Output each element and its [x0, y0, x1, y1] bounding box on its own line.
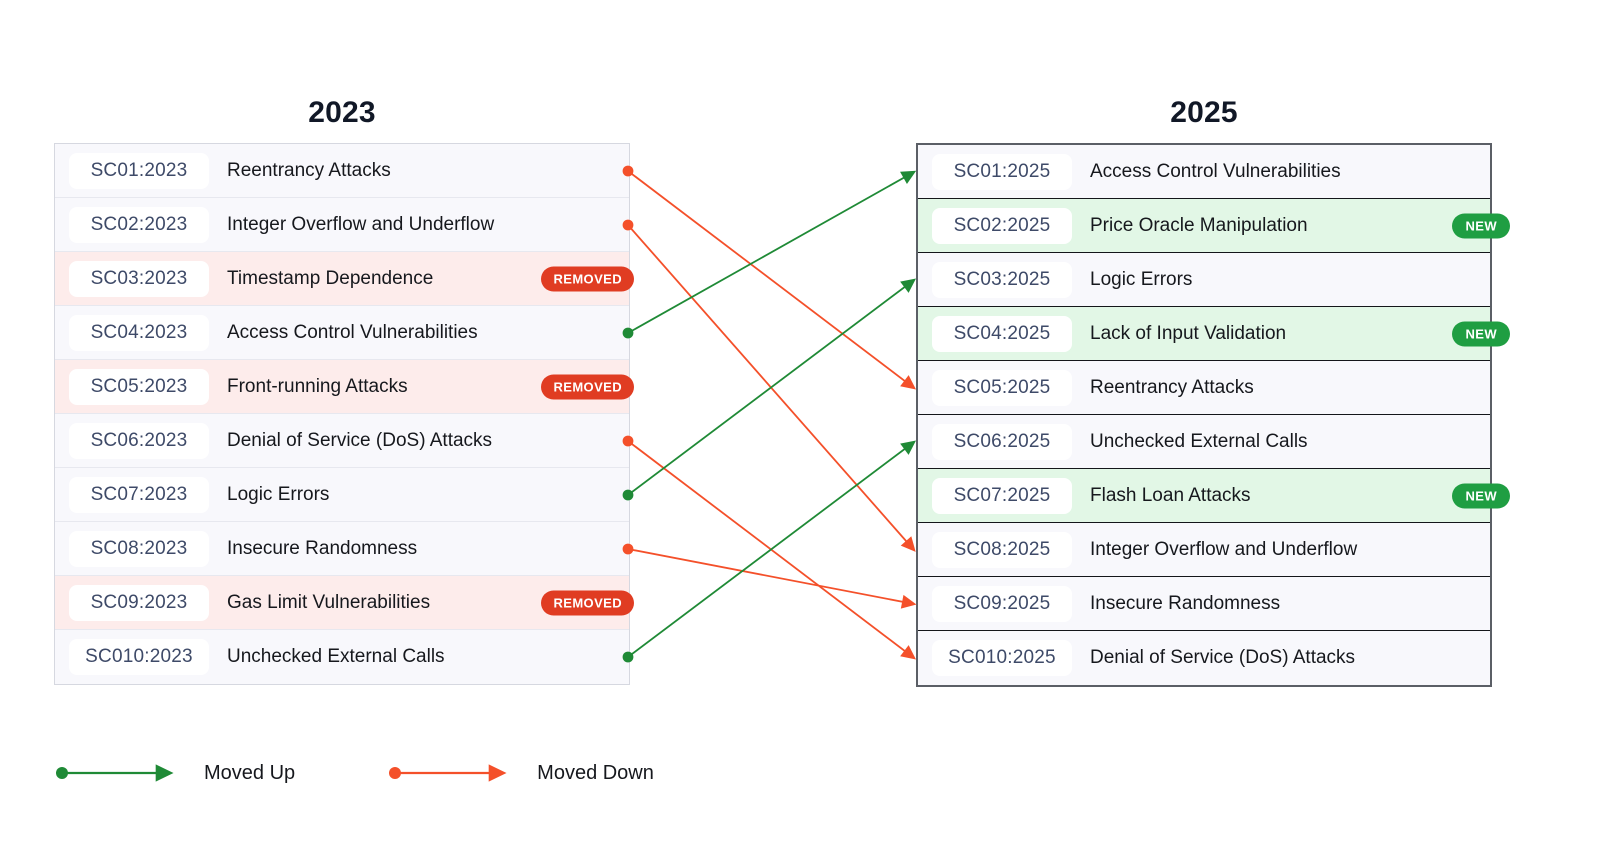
row-name: Unchecked External Calls: [227, 646, 445, 667]
row-id-chip: SC06:2023: [69, 422, 209, 459]
status-badge-removed: REMOVED: [541, 590, 634, 615]
table-row[interactable]: SC03:2025 Logic Errors: [918, 253, 1490, 307]
row-id-chip: SC08:2025: [932, 531, 1072, 568]
row-id-chip: SC09:2025: [932, 585, 1072, 622]
row-id-chip: SC08:2023: [69, 530, 209, 567]
row-id-chip: SC03:2023: [69, 260, 209, 297]
legend-item-moved-up: Moved Up: [54, 762, 295, 785]
table-row[interactable]: SC07:2025 Flash Loan Attacks NEW: [918, 469, 1510, 523]
connector-line: [627, 278, 917, 496]
table-row[interactable]: SC08:2025 Integer Overflow and Underflow: [918, 523, 1490, 577]
table-row[interactable]: SC02:2025 Price Oracle Manipulation NEW: [918, 199, 1510, 253]
table-row[interactable]: SC05:2025 Reentrancy Attacks: [918, 361, 1490, 415]
row-id-chip: SC010:2025: [932, 640, 1072, 676]
connector-line: [627, 170, 917, 334]
row-id-chip: SC05:2025: [932, 369, 1072, 406]
row-id-chip: SC04:2023: [69, 314, 209, 351]
row-name: Reentrancy Attacks: [227, 159, 391, 181]
moved-up-arrow-icon: [56, 764, 174, 782]
row-name: Denial of Service (DoS) Attacks: [1090, 647, 1356, 668]
table-row[interactable]: SC03:2023 Timestamp Dependence REMOVED: [55, 252, 634, 306]
connector-line: [627, 440, 917, 660]
connector-line: [627, 548, 917, 609]
row-id-chip: SC02:2023: [69, 206, 209, 243]
row-name: Flash Loan Attacks: [1090, 484, 1251, 506]
row-name: Lack of Input Validation: [1090, 322, 1287, 344]
row-name: Gas Limit Vulnerabilities: [227, 591, 431, 613]
row-id-chip: SC02:2025: [932, 207, 1072, 244]
row-name: Front-running Attacks: [227, 375, 408, 397]
row-name: Denial of Service (DoS) Attacks: [227, 429, 493, 451]
table-row[interactable]: SC04:2023 Access Control Vulnerabilities: [55, 306, 629, 360]
row-name: Reentrancy Attacks: [1090, 376, 1254, 398]
legend-item-moved-down: Moved Down: [387, 762, 654, 785]
row-id-chip: SC010:2023: [69, 639, 209, 675]
legend-label-moved-down: Moved Down: [537, 761, 654, 784]
table-row[interactable]: SC01:2025 Access Control Vulnerabilities: [918, 145, 1490, 199]
row-id-chip: SC04:2025: [932, 315, 1072, 352]
row-name: Integer Overflow and Underflow: [1090, 538, 1358, 560]
table-row[interactable]: SC05:2023 Front-running Attacks REMOVED: [55, 360, 634, 414]
connector-line: [627, 440, 917, 658]
table-row[interactable]: SC06:2023 Denial of Service (DoS) Attacks: [55, 414, 629, 468]
row-name: Access Control Vulnerabilities: [227, 321, 478, 343]
row-name: Insecure Randomness: [227, 537, 418, 559]
row-name: Price Oracle Manipulation: [1090, 214, 1308, 236]
legend-label-moved-up: Moved Up: [204, 761, 296, 784]
row-id-chip: SC09:2023: [69, 584, 209, 621]
row-id-chip: SC05:2023: [69, 368, 209, 405]
status-badge-new: NEW: [1452, 321, 1510, 346]
table-row[interactable]: SC09:2025 Insecure Randomness: [918, 577, 1490, 631]
status-badge-removed: REMOVED: [541, 266, 634, 291]
row-id-chip: SC01:2025: [932, 153, 1072, 190]
legend: Moved Up Moved Down: [54, 752, 746, 794]
connector-line: [627, 224, 916, 552]
column-title-2023: 2023: [308, 96, 376, 129]
row-name: Integer Overflow and Underflow: [227, 213, 495, 235]
status-badge-new: NEW: [1452, 483, 1510, 508]
row-name: Access Control Vulnerabilities: [1090, 160, 1341, 182]
table-row[interactable]: SC09:2023 Gas Limit Vulnerabilities REMOVE…: [55, 576, 634, 630]
status-badge-new: NEW: [1452, 213, 1510, 238]
column-title-2025: 2025: [1170, 96, 1238, 129]
row-name: Timestamp Dependence: [227, 267, 434, 289]
row-name: Insecure Randomness: [1090, 592, 1281, 614]
table-row[interactable]: SC010:2025 Denial of Service (DoS) Attack…: [918, 631, 1490, 685]
status-badge-removed: REMOVED: [541, 374, 634, 399]
moved-down-arrow-icon: [389, 764, 507, 782]
row-id-chip: SC06:2025: [932, 423, 1072, 460]
row-name: Logic Errors: [1090, 268, 1193, 290]
row-id-chip: SC03:2025: [932, 261, 1072, 298]
connector-line: [627, 170, 917, 390]
table-row[interactable]: SC04:2025 Lack of Input Validation NEW: [918, 307, 1510, 361]
row-name: Unchecked External Calls: [1090, 430, 1308, 452]
table-row[interactable]: SC06:2025 Unchecked External Calls: [918, 415, 1490, 469]
table-row[interactable]: SC02:2023 Integer Overflow and Underflow: [55, 198, 629, 252]
table-row[interactable]: SC010:2023 Unchecked External Calls: [55, 630, 629, 684]
table-row[interactable]: SC01:2023 Reentrancy Attacks: [55, 144, 629, 198]
row-id-chip: SC01:2023: [69, 152, 209, 189]
row-name: Logic Errors: [227, 483, 330, 505]
row-id-chip: SC07:2023: [69, 476, 209, 513]
table-row[interactable]: SC08:2023 Insecure Randomness: [55, 522, 629, 576]
table-row[interactable]: SC07:2023 Logic Errors: [55, 468, 629, 522]
row-id-chip: SC07:2025: [932, 477, 1072, 514]
